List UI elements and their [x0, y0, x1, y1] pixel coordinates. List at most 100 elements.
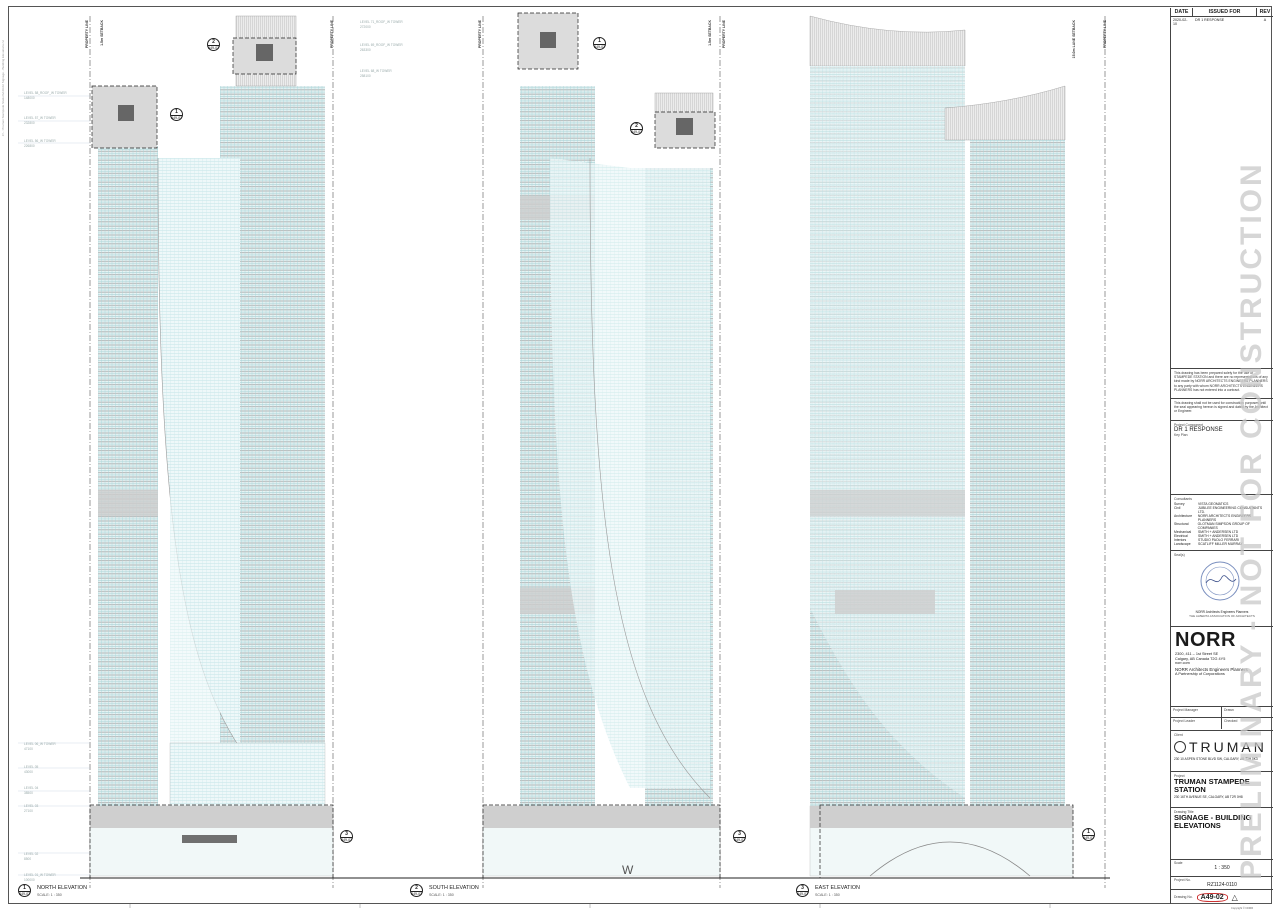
title-block: DATE ISSUED FOR REV 2020-02-10 DR 1 RESP…: [1170, 8, 1273, 910]
consultant-role: Electrical: [1174, 534, 1188, 538]
level-label: LEVEL 71_ROOF_W TOWER: [360, 20, 403, 24]
south-elevation-scale: SCALE: 1 : 350: [429, 893, 454, 897]
consultant-role: Landscape: [1174, 542, 1191, 546]
consultant-firm: VISTA GEOMATICS: [1198, 502, 1229, 506]
level-label: LEVEL 03: [24, 804, 39, 808]
drawing-no-box: Drawing No. A49-02 △: [1171, 889, 1273, 904]
scale-box: Scale 1 : 350: [1171, 859, 1273, 872]
hotel-w-logo: W: [622, 863, 634, 877]
level-value: 27100: [24, 809, 33, 813]
project-label: Project: [1174, 774, 1185, 778]
project-component-box: Project Component DR 1 RESPONSE Key Plan: [1171, 420, 1273, 439]
elevations-drawing: W: [18, 12, 1110, 908]
level-label: LEVEL 69_ROOF_W TOWER: [360, 43, 403, 47]
level-value: 100000: [24, 878, 35, 882]
project-manager-label: Project Manager: [1171, 707, 1222, 718]
architect-seal-stamp: [1200, 561, 1240, 601]
key-plan-label: Key Plan: [1174, 433, 1188, 437]
drawing-no: A49-02: [1196, 892, 1228, 902]
consultant-firm: STUDIO PAOLO FERRARI: [1198, 538, 1240, 542]
consultant-role: Survey: [1174, 502, 1185, 506]
property-line-label-east: PROPERTY LINE: [1103, 20, 1107, 49]
project-address: 230 16TH AVENUE SE, CALGARY, AB T2R 0H8: [1174, 795, 1243, 799]
level-label: LEVEL 68_W TOWER: [360, 69, 392, 73]
south-elevation-title: SOUTH ELEVATION: [429, 885, 479, 891]
checked-label: Checked: [1224, 719, 1238, 723]
issue-for: DR 1 RESPONSE: [1195, 18, 1225, 22]
col-rev: REV: [1259, 9, 1271, 15]
lane-setback-label: 15.0m LANE SETBACK: [1072, 20, 1076, 59]
level-label: LEVEL 56_W TOWER: [24, 139, 56, 143]
consultants-label: Consultants: [1174, 497, 1192, 501]
east-elevation-title: EAST ELEVATION: [815, 885, 860, 891]
consultant-role: Architecture: [1174, 514, 1193, 518]
level-value: 232800: [24, 121, 35, 125]
property-line-label-south-east: PROPERTY LINE: [722, 20, 726, 49]
east-elevation-scale: SCALE: 1 : 350: [815, 893, 840, 897]
level-value: 38500: [24, 791, 33, 795]
project-leader-label: Project Leader: [1171, 718, 1222, 729]
client-box: Client TRUMAN 230 10 ASPEN STONE BLVD SW…: [1171, 730, 1273, 763]
seal-box: Seal(s) NORR Architects Engineers Planne…: [1171, 550, 1273, 626]
firm-address-1: 2300, 411 – 1st Street SE: [1175, 652, 1219, 656]
col-date: DATE: [1171, 8, 1193, 16]
property-line-label-north-west: PROPERTY LINE: [85, 20, 89, 49]
level-value: 43000: [24, 770, 33, 774]
consultant-role: Mechanical: [1174, 530, 1192, 534]
north-elevation: [18, 15, 334, 888]
file-path-edge-text: Z:\...\Truman Stampede Station\A49-02 Si…: [1, 40, 5, 137]
level-label: LEVEL 06_W TOWER: [24, 742, 56, 746]
drawing-title-label: Drawing Title: [1174, 810, 1194, 814]
firm-name: NORR Architects Engineers Planners: [1175, 666, 1248, 672]
copyright: Copyright © NORR: [1231, 907, 1254, 910]
property-line-label-south-west: PROPERTY LINE: [478, 20, 482, 49]
seals-label: Seal(s): [1174, 553, 1185, 557]
setback-label-north: 1.5m SETBACK: [100, 20, 104, 46]
level-label: LEVEL 02: [24, 852, 39, 856]
consultant-role: Structural: [1174, 522, 1189, 526]
truman-emblem-icon: [1174, 741, 1186, 753]
level-value: 272000: [360, 25, 371, 29]
level-value: 263300: [360, 48, 371, 52]
consultant-firm: JUBILEE ENGINEERING CONSULTANTS LTD.: [1197, 506, 1263, 514]
property-line-label-north-east: PROPERTY LINE: [330, 20, 334, 49]
level-label: LEVEL 04: [24, 786, 39, 790]
revision-delta-icon: △: [1231, 892, 1238, 902]
level-value: 226800: [24, 144, 35, 148]
firm-web: norr.com: [1175, 661, 1190, 666]
level-value: 8500: [24, 857, 32, 861]
client-label: Client: [1174, 733, 1183, 737]
seal-caption-association: THE ALBERTA ASSOCIATION OF ARCHITECTS: [1189, 614, 1255, 618]
drawing-title: SIGNAGE - BUILDING ELEVATIONS: [1174, 813, 1252, 830]
consultant-firm: SMITH + ANDERSEN LTD: [1198, 534, 1239, 538]
norr-logo: NORR: [1175, 629, 1236, 651]
level-value: 47100: [24, 747, 33, 751]
level-label: LEVEL 05: [24, 765, 39, 769]
drawing-title-box: Drawing Title SIGNAGE - BUILDING ELEVATI…: [1171, 807, 1273, 859]
scale-label: Scale: [1174, 861, 1183, 865]
firm-box: NORR 2300, 411 – 1st Street SE Calgary, …: [1171, 626, 1273, 706]
project-component-value: DR 1 RESPONSE: [1174, 427, 1223, 433]
level-label: LEVEL 58_ROOF_W TOWER: [24, 91, 67, 95]
consultant-role: Interiors: [1174, 538, 1187, 542]
firm-address-2: Calgary, AB Canada T2G 4Y5: [1175, 656, 1226, 661]
level-value: 258100: [360, 74, 371, 78]
project-no-box: Project No. RZ1124-0110: [1171, 876, 1273, 889]
project-component-label: Project Component: [1174, 423, 1204, 427]
consultant-firm: GLOTMAN SIMPSON GROUP OF COMPANIES: [1197, 522, 1250, 530]
scale-value: 1 : 350: [1214, 865, 1230, 871]
level-value: 148000: [24, 96, 35, 100]
col-issued-for: ISSUED FOR: [1193, 8, 1257, 16]
project-no-label: Project No.: [1174, 878, 1191, 882]
disclaimer-use: This drawing has been prepared solely fo…: [1171, 368, 1273, 394]
